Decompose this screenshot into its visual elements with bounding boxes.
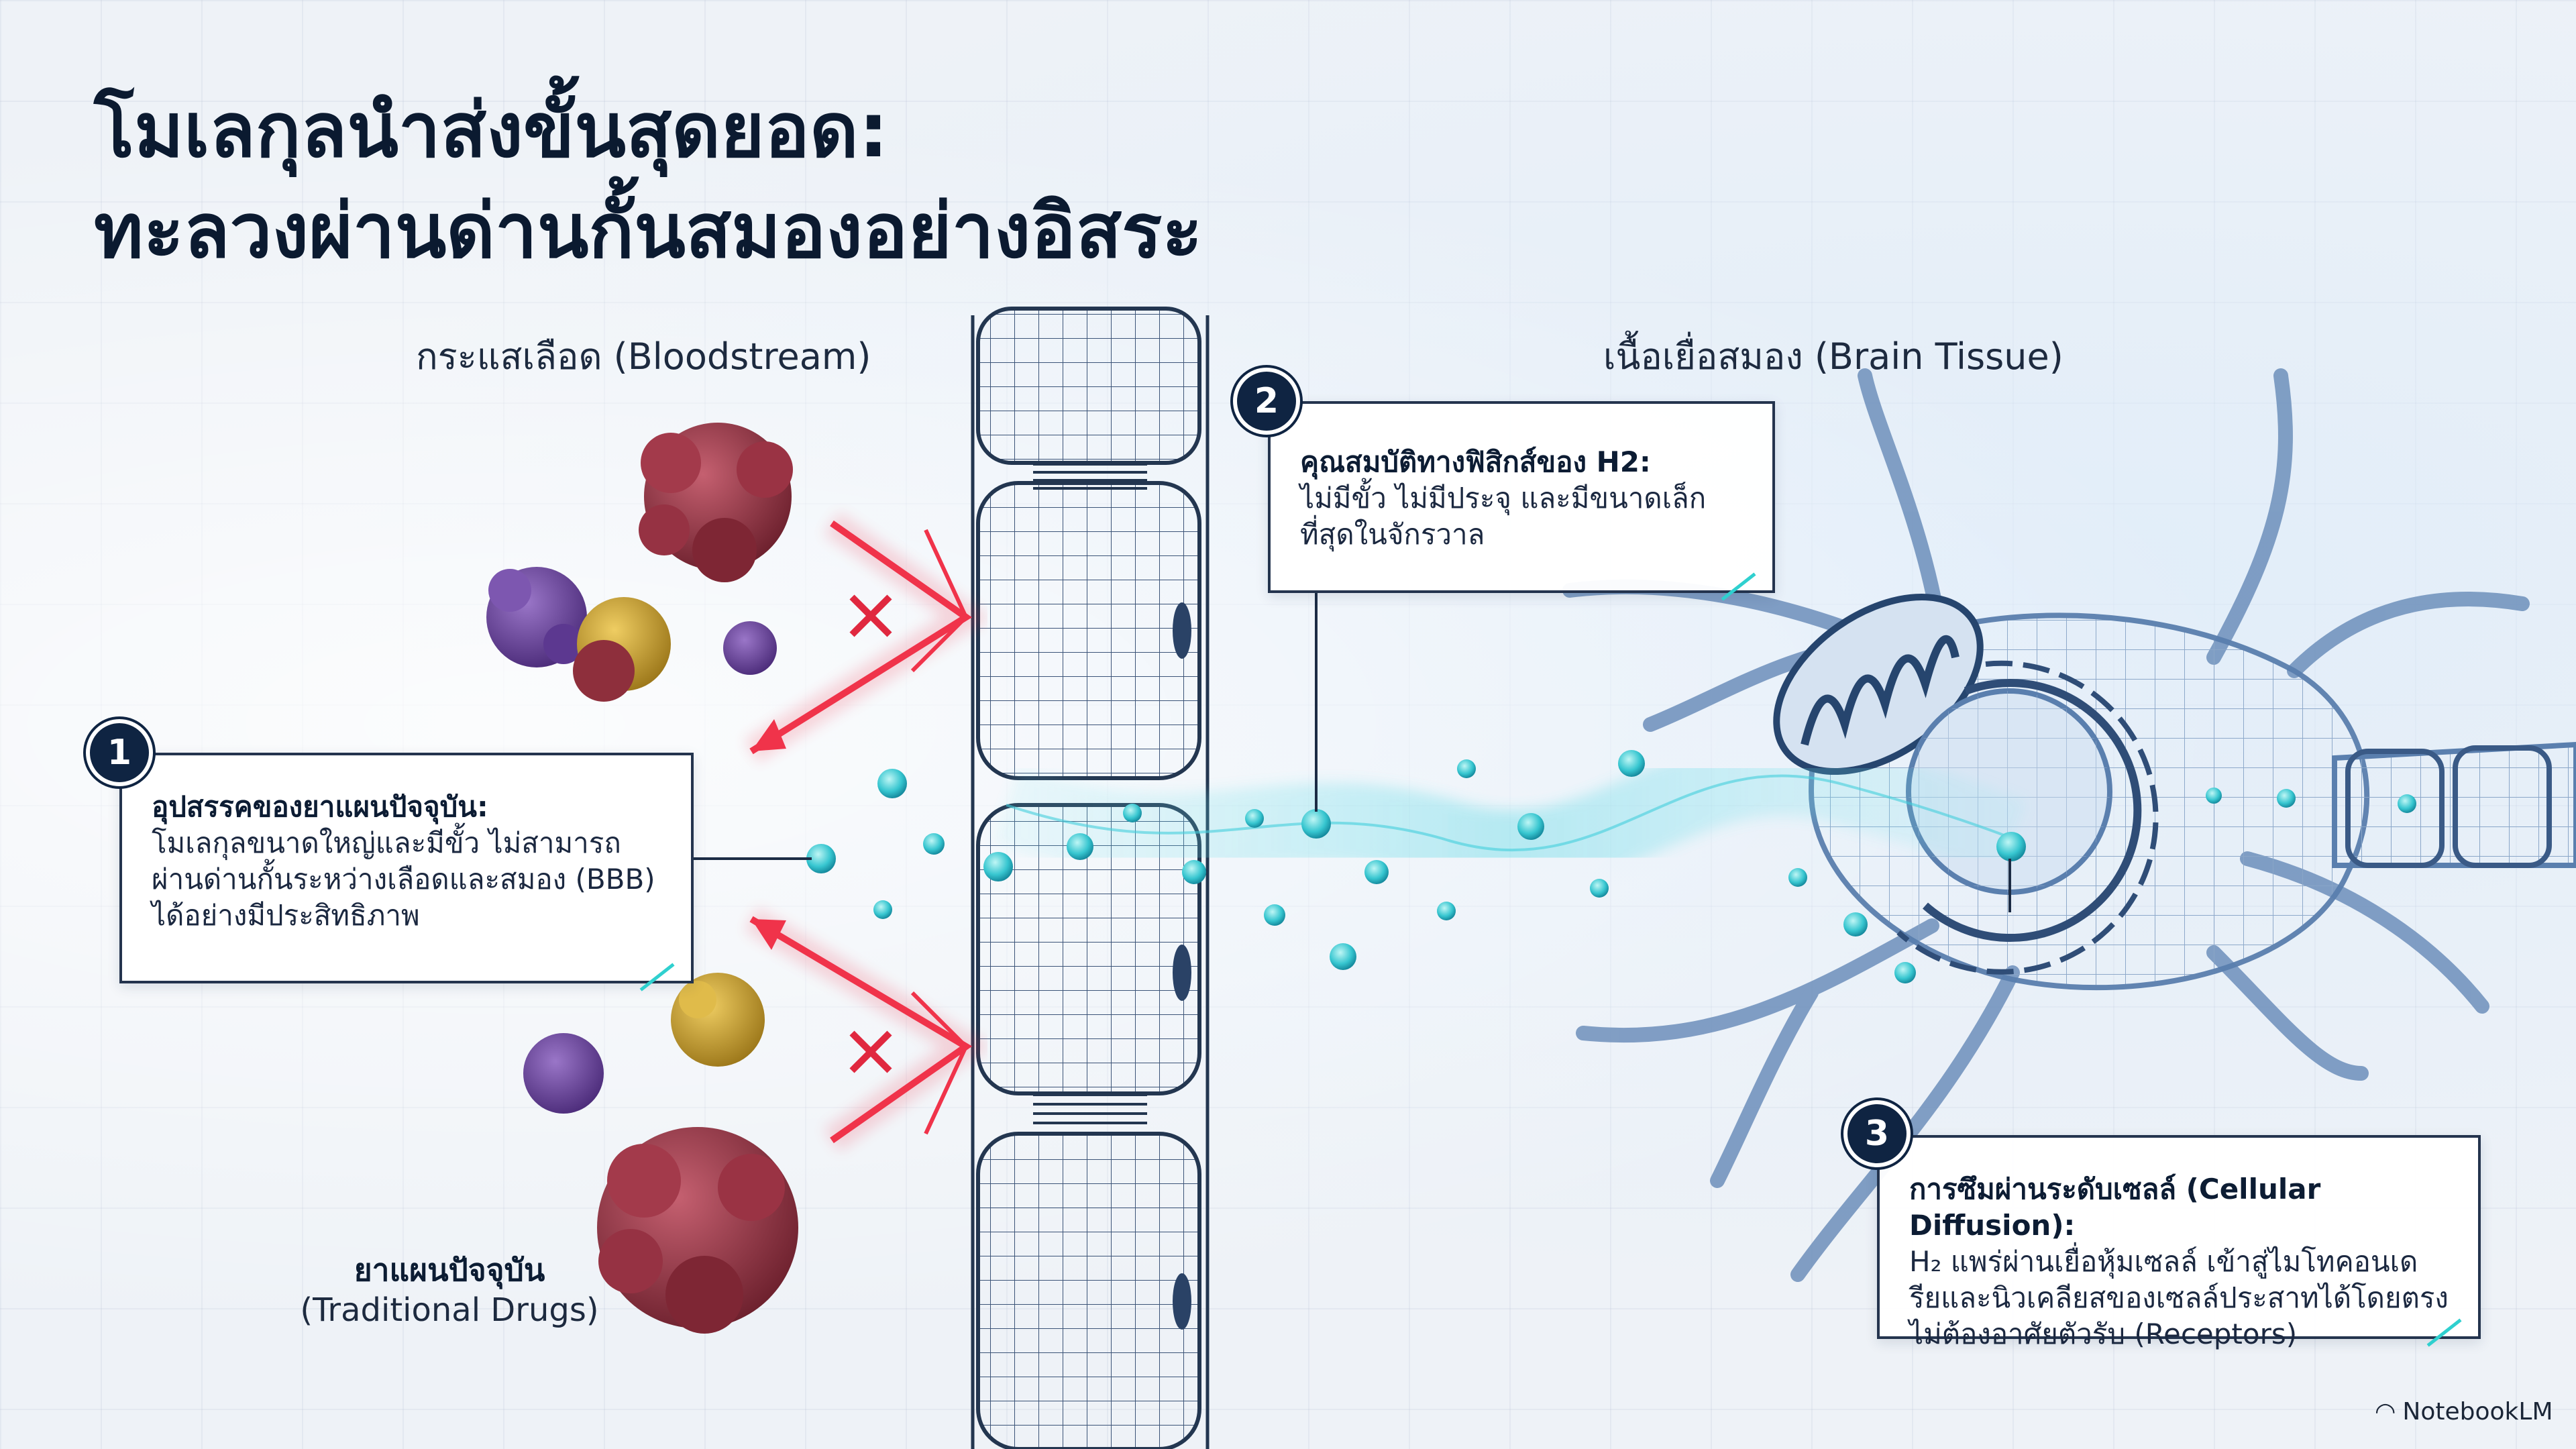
traditional-drugs-english: (Traditional Drugs) (300, 1291, 599, 1329)
h2-diffusion-stream (994, 735, 2028, 891)
blood-brain-barrier (971, 307, 1210, 1449)
tight-junction-1 (1033, 463, 1147, 490)
step-badge-1: 1 (86, 719, 153, 786)
callout-traditional-drug-obstacle: อุปสรรคของยาแผนปัจจุบัน: โมเลกุลขนาดใหญ่… (119, 753, 694, 991)
axon-segments (2345, 745, 2552, 868)
h2-molecules (806, 750, 2416, 983)
drug-yellow-cluster (573, 597, 671, 702)
drug-small-purple (723, 621, 777, 675)
step-badge-2: 2 (1233, 368, 1300, 435)
endothelial-cell-1 (976, 481, 1201, 780)
drug-molecules (486, 423, 798, 1334)
callout-connectors (694, 593, 2011, 912)
callout-2-heading: คุณสมบัติทางฟิสิกส์ของ H2: (1300, 445, 1651, 478)
bloodstream-label: กระแสเลือด (Bloodstream) (416, 335, 871, 378)
endothelial-cell-3 (976, 1132, 1201, 1449)
blocked-arrow-upper (744, 512, 991, 763)
step-badge-3: 3 (1843, 1100, 1911, 1167)
callout-h2-physical-properties: คุณสมบัติทางฟิสิกส์ของ H2: ไม่มีขั้ว ไม่… (1268, 401, 1775, 601)
notebooklm-logo-icon: ◠ (2375, 1398, 2396, 1426)
brand-watermark: ◠ NotebookLM (2375, 1398, 2553, 1426)
endothelial-cell-top (976, 307, 1201, 465)
drug-large-red-top (639, 423, 793, 582)
title-line-1: โมเลกุลนำส่งขั้นสุดยอด: (94, 87, 889, 174)
callout-cellular-diffusion: การซึมผ่านระดับเซลล์ (Cellular Diffusion… (1877, 1135, 2481, 1350)
blocked-x-upper (849, 594, 892, 637)
drug-purple-bottom (523, 1033, 604, 1114)
tight-junction-2 (1033, 1093, 1147, 1124)
drug-purple-cluster (486, 567, 587, 667)
title-line-2: ทะลวงผ่านด่านกั้นสมองอย่างอิสระ (94, 188, 1203, 275)
brand-name: NotebookLM (2402, 1398, 2553, 1426)
callout-3-body: H₂ แพร่ผ่านเยื่อหุ้มเซลล์ เข้าสู่ไมโทคอน… (1909, 1245, 2449, 1350)
blocked-arrow-lower (744, 907, 991, 1152)
drug-large-red-bottom (597, 1127, 798, 1334)
brain-tissue-label: เนื้อเยื่อสมอง (Brain Tissue) (1603, 335, 2063, 378)
neuron-cell (1562, 368, 2576, 1282)
blocked-x-lower (849, 1030, 892, 1073)
traditional-drugs-thai: ยาแผนปัจจุบัน (354, 1252, 545, 1288)
traditional-drugs-label: ยาแผนปัจจุบัน (Traditional Drugs) (282, 1250, 617, 1331)
callout-1-heading: อุปสรรคของยาแผนปัจจุบัน: (152, 790, 488, 823)
page-title: โมเลกุลนำส่งขั้นสุดยอด: ทะลวงผ่านด่านกั้… (94, 80, 1570, 282)
callout-3-heading: การซึมผ่านระดับเซลล์ (Cellular Diffusion… (1909, 1173, 2321, 1242)
callout-2-body: ไม่มีขั้ว ไม่มีประจุ และมีขนาดเล็กที่สุด… (1300, 482, 1707, 551)
drug-yellow-bottom (671, 973, 765, 1067)
callout-1-body: โมเลกุลขนาดใหญ่และมีขั้ว ไม่สามารถผ่านด่… (152, 826, 655, 932)
